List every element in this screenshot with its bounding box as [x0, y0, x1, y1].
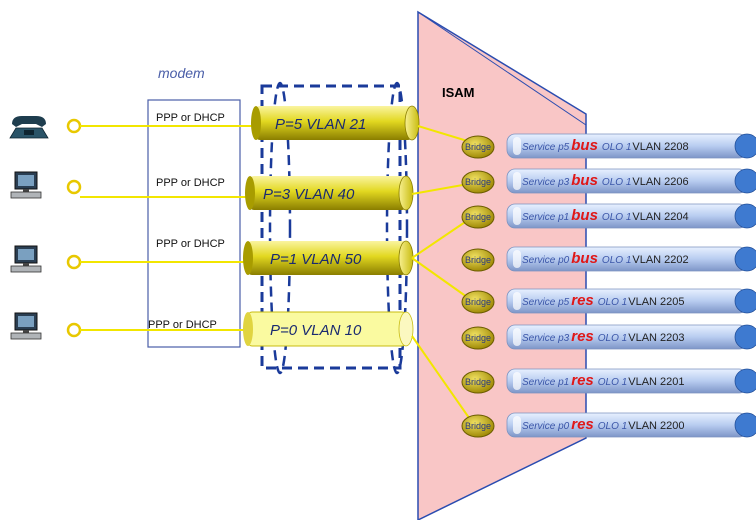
modem-box	[147, 99, 241, 348]
bridge-node	[461, 370, 495, 394]
pipe-label: P=1 VLAN 50	[270, 251, 362, 268]
ppp-dhcp-label: PPP or DHCP	[156, 177, 225, 189]
port-dot	[66, 179, 82, 195]
vlan-bundle-frame	[260, 84, 402, 370]
port-dot	[66, 118, 82, 134]
vlan-pipe: P=0 VLAN 10	[243, 311, 414, 347]
bridge-node	[461, 290, 495, 314]
pipe-to-bridge-line	[411, 335, 475, 426]
port-dot	[66, 322, 82, 338]
port-dot	[66, 254, 82, 270]
bundle-right-ring	[385, 81, 409, 375]
bridge-label: Bridge	[465, 297, 491, 307]
pipe-to-bridge-line	[417, 125, 475, 144]
vlan-pipe: P=5 VLAN 21	[251, 105, 420, 141]
pipe-label: P=0 VLAN 10	[270, 322, 362, 339]
bridge-label: Bridge	[465, 177, 491, 187]
vlan-pipe: P=1 VLAN 50	[243, 240, 414, 276]
pipe-to-bridge-line	[411, 215, 475, 259]
bridge-node	[461, 135, 495, 159]
computer-icon	[10, 312, 42, 340]
bridge-node	[461, 248, 495, 272]
modem-label: modem	[158, 65, 205, 81]
pipe-label: P=5 VLAN 21	[275, 116, 366, 133]
device-row: PPP or DHCP	[10, 312, 250, 340]
pipe-label: P=3 VLAN 40	[263, 186, 355, 203]
isam-label: ISAM	[442, 85, 475, 100]
pipe-to-bridge-line	[411, 257, 475, 303]
bridge-node	[461, 205, 495, 229]
computer-icon	[10, 171, 42, 199]
ppp-dhcp-label: PPP or DHCP	[148, 319, 217, 331]
vlan-pipe: P=3 VLAN 40	[245, 175, 414, 211]
bridge-label: Bridge	[465, 333, 491, 343]
bridge-label: Bridge	[465, 142, 491, 152]
bridge-node	[461, 170, 495, 194]
phone-icon	[9, 116, 49, 139]
bridge-label: Bridge	[465, 421, 491, 431]
device-row: PPP or DHCP	[9, 112, 258, 139]
bundle-left-ring	[268, 81, 292, 375]
bridge-node	[461, 326, 495, 350]
ppp-dhcp-label: PPP or DHCP	[156, 238, 225, 250]
bridge-node	[461, 414, 495, 438]
device-row: PPP or DHCP	[10, 238, 250, 273]
bridge-label: Bridge	[465, 212, 491, 222]
bridge-label: Bridge	[465, 377, 491, 387]
computer-icon	[10, 245, 42, 273]
device-row: PPP or DHCP	[10, 171, 252, 199]
bridge-label: Bridge	[465, 255, 491, 265]
isam-fold-line	[417, 11, 587, 126]
ppp-dhcp-label: PPP or DHCP	[156, 112, 225, 124]
